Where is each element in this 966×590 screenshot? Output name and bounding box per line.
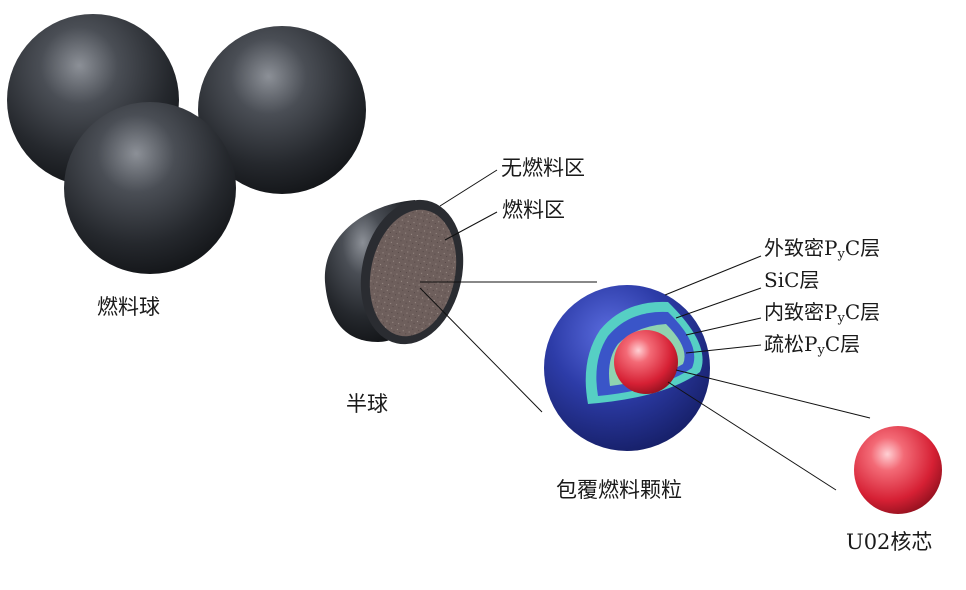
- leader-sic: [676, 288, 761, 318]
- label-buffer-pyc-sub: y: [817, 343, 824, 358]
- fuel-ball-sphere: [64, 102, 236, 274]
- label-outer-dense-pyc-suffix: C层: [845, 236, 880, 260]
- leader-kernel-bottom: [668, 382, 836, 490]
- label-buffer-pyc: 疏松PyC层: [764, 334, 860, 357]
- label-inner-dense-pyc-sub: y: [837, 311, 844, 326]
- label-fuel-ball: 燃料球: [97, 297, 160, 318]
- label-outer-dense-pyc: 外致密PyC层: [764, 238, 880, 261]
- fuel-ball-group: [7, 14, 366, 274]
- leader-hemisphere-bottom: [420, 288, 542, 412]
- label-sic-layer: SiC层: [764, 270, 819, 290]
- uo2-kernel-sphere: [854, 426, 942, 514]
- label-coated-particle: 包覆燃料颗粒: [556, 480, 682, 501]
- label-buffer-pyc-prefix: 疏松P: [764, 332, 817, 356]
- label-fuel-zone: 燃料区: [502, 200, 565, 221]
- label-hemisphere: 半球: [346, 394, 388, 415]
- particle-kernel: [614, 330, 678, 394]
- label-inner-dense-pyc-prefix: 内致密P: [764, 300, 837, 324]
- label-outer-dense-pyc-sub: y: [837, 247, 844, 262]
- hemisphere-cutaway: [325, 190, 476, 354]
- label-buffer-pyc-suffix: C层: [825, 332, 860, 356]
- leader-no-fuel-zone: [440, 170, 497, 206]
- leader-outer-dense-pyc: [665, 256, 761, 295]
- label-inner-dense-pyc-suffix: C层: [845, 300, 880, 324]
- coated-particle-cutaway: [544, 285, 710, 451]
- label-outer-dense-pyc-prefix: 外致密P: [764, 236, 837, 260]
- label-inner-dense-pyc: 内致密PyC层: [764, 302, 880, 325]
- label-uo2-kernel: U02核芯: [846, 532, 932, 553]
- label-no-fuel-zone: 无燃料区: [501, 158, 585, 179]
